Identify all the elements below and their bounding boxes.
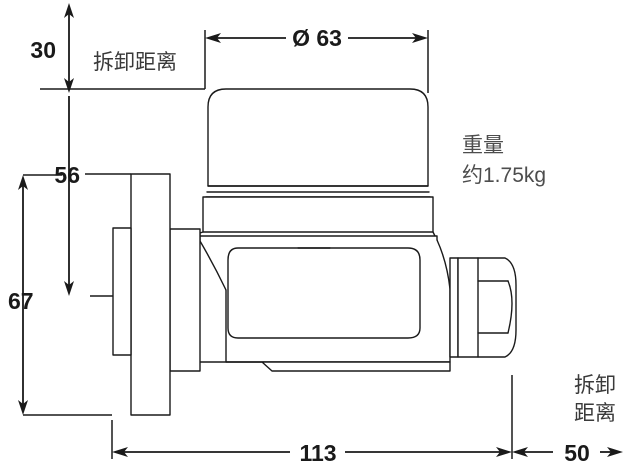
dim113-arrow-left (112, 447, 128, 457)
body-lower-skirt (199, 361, 451, 372)
left-stub-section (169, 228, 201, 372)
valve-neck-collar (202, 196, 434, 233)
dim56-arrow-down (64, 281, 74, 296)
dim30-value: 30 (30, 37, 56, 63)
body-recess-pocket (227, 247, 421, 339)
dim30-arrow-down (64, 78, 74, 93)
dim50-arrow-right (607, 447, 623, 457)
dimension-height-total: 67 (8, 174, 112, 416)
dim30-arrow-up (64, 3, 74, 18)
dimension-removal-clearance-top: 30 (30, 3, 205, 93)
label-weight-value: 约1.75kg (462, 164, 546, 187)
dimension-height-mid: 56 (54, 96, 131, 297)
dim50-value: 50 (564, 440, 590, 466)
flange-hub (112, 227, 132, 356)
dim50-arrow-left (512, 447, 528, 457)
flange-plate (130, 173, 171, 416)
dim113-arrow-right (496, 447, 512, 457)
dia63-value: Ø 63 (292, 25, 342, 51)
dimension-removal-clearance-right: 50 (512, 440, 623, 466)
valve-part-geometry (112, 88, 517, 416)
label-disassembly-distance-right-line2: 距离 (574, 402, 616, 425)
valve-body-block (199, 235, 451, 363)
dimension-length-body: 113 (111, 375, 513, 466)
hex-nut-outer-arc (507, 280, 513, 334)
dia63-arrow-right (412, 33, 428, 43)
dia63-arrow-left (205, 33, 221, 43)
label-disassembly-distance-right-line1: 拆卸 (574, 374, 616, 397)
label-weight-title: 重量 (462, 134, 504, 157)
dim67-arrow-down (18, 400, 28, 415)
dimension-diameter-top: Ø 63 (204, 25, 429, 93)
label-disassembly-distance-top: 拆卸距离 (93, 51, 177, 74)
hex-nut-body (457, 257, 517, 358)
dim67-arrow-up (18, 175, 28, 190)
dim67-value: 67 (8, 288, 34, 314)
dim113-value: 113 (299, 440, 336, 466)
actuator-cap-outline (207, 88, 429, 187)
right-threaded-boss (449, 257, 459, 358)
